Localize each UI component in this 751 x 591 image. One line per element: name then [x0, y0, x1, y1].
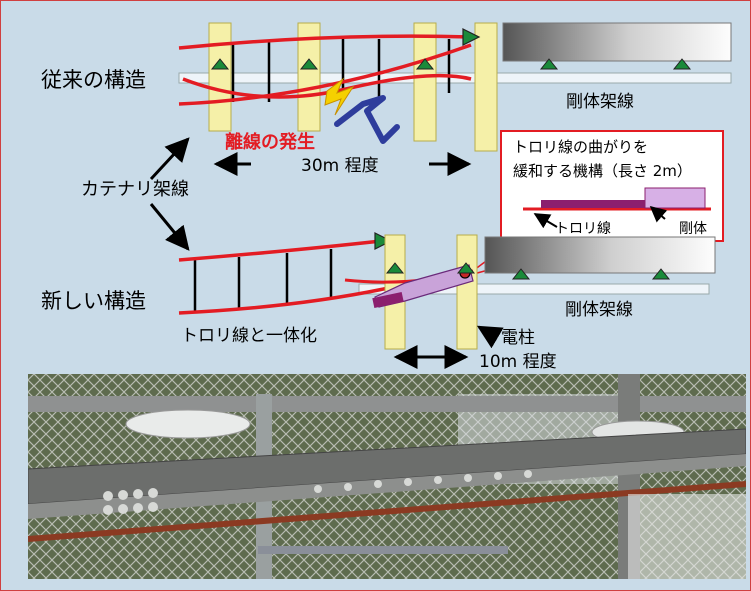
white-rail [628, 494, 746, 579]
pole-label: 電柱 [501, 328, 535, 348]
conventional-structure-label: 従来の構造 [41, 68, 146, 92]
annotation-arrows [149, 137, 504, 369]
bolt-row [103, 470, 532, 515]
integrated-trolley-block [372, 291, 404, 309]
pole-4 [474, 22, 498, 152]
messenger-wire [178, 34, 472, 50]
inset-rigid-block [644, 187, 706, 209]
span-10m-label: 10m 程度 [479, 352, 557, 372]
new-structure-label: 新しい構造 [41, 289, 146, 313]
loss-of-contact-label: 離線の発生 [225, 131, 315, 153]
support-markers [385, 262, 671, 280]
inset-title-line1: トロリ線の曲がりを [513, 138, 648, 156]
inset-rigid-label: 剛体 [679, 221, 707, 237]
rigid-conductor-face [28, 454, 746, 519]
insulator [125, 409, 251, 439]
bracket-plate [258, 546, 508, 554]
trolley-wire [178, 43, 472, 106]
inset-title-line2: 緩和する機構（長さ 2m） [513, 162, 692, 180]
inset-trolley-label: トロリ線 [555, 221, 611, 237]
overhead-line-photo [28, 374, 746, 579]
rigid-overhead-bar [502, 22, 732, 62]
rigid-overhead-label-top: 剛体架線 [566, 92, 634, 112]
conventional-diagram [178, 22, 732, 152]
pole-3 [413, 22, 437, 142]
pole-1 [208, 22, 232, 132]
trolley-wire-photo [28, 481, 746, 542]
rigid-overhead-label-bottom: 剛体架線 [565, 300, 633, 320]
pantograph-icon [334, 95, 400, 144]
messenger-wire [178, 239, 382, 262]
integrated-trolley-label: トロリ線と一体化 [181, 326, 317, 346]
rigid-conductor-beam [28, 428, 746, 505]
pole-6 [456, 234, 478, 350]
inset-box: トロリ線の曲がりを 緩和する機構（長さ 2m） トロリ線 剛体 [500, 130, 724, 242]
pole-2 [297, 22, 321, 132]
catenary-label: カテナリ架線 [81, 179, 189, 200]
support-markers [210, 58, 692, 70]
messenger-end-arrow [374, 232, 393, 250]
rigid-conductor-strip [358, 283, 710, 295]
steel-frame [28, 396, 746, 412]
span-30m-label: 30m 程度 [301, 156, 379, 176]
trolley-wire [178, 285, 394, 315]
spark-icon [324, 77, 355, 116]
new-diagram [178, 232, 716, 350]
messenger-end-arrow [462, 28, 481, 46]
catenary-droppers [193, 249, 333, 311]
rigid-overhead-bar [484, 236, 716, 274]
deflected-wire [182, 73, 472, 99]
inset-trolley-strip [541, 200, 645, 208]
structure-diagram: トロリ線の曲がりを 緩和する機構（長さ 2m） トロリ線 剛体 [41, 22, 732, 372]
